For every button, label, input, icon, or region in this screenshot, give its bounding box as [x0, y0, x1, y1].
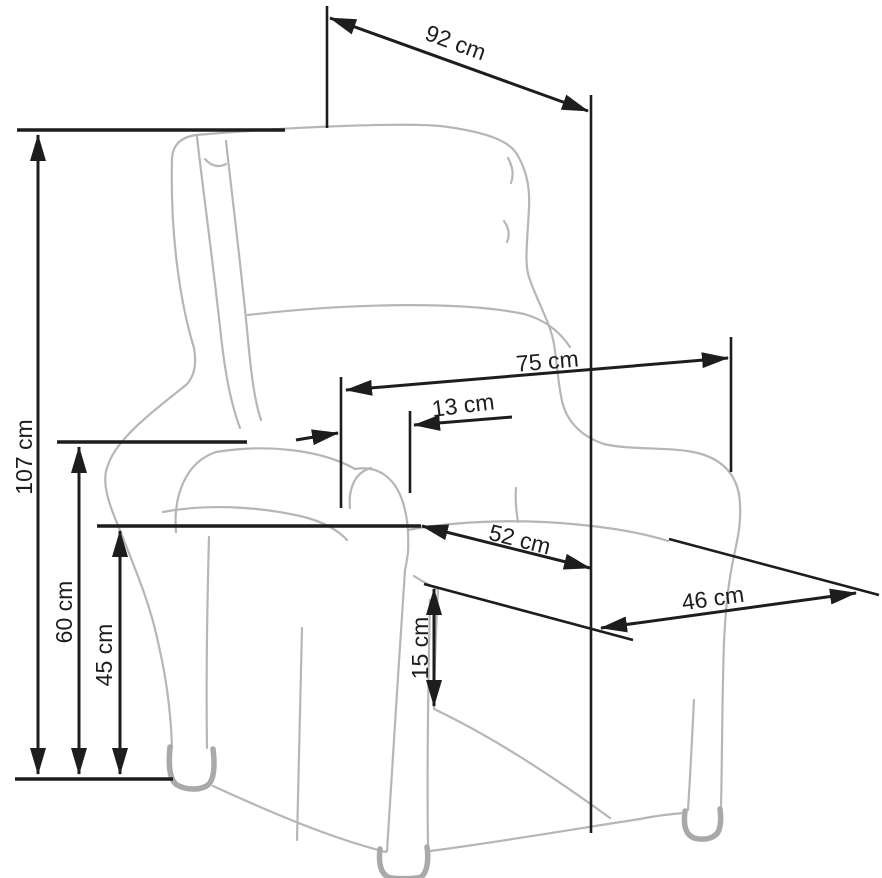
dimension-label-92: 92 cm	[422, 20, 490, 66]
chair-top-edge	[170, 123, 606, 446]
chair-footrest-bottom-seam	[432, 707, 612, 820]
chair-back-bottom-seam	[161, 505, 349, 542]
dimension-label-75: 75 cm	[515, 345, 580, 376]
chair-left-arm-outer	[115, 521, 174, 750]
dimension-label-60: 60 cm	[51, 581, 77, 644]
chair-footrest-left-edge	[385, 568, 407, 853]
dimension-52cm: 52 cm	[421, 519, 591, 570]
chair-seat-seam	[514, 486, 520, 524]
dimension-label-13: 13 cm	[430, 388, 495, 421]
dimension-107cm: 107 cm	[11, 128, 285, 781]
dimension-46cm: 46 cm	[423, 537, 880, 642]
chair-bottom-right-edge	[428, 811, 686, 853]
dimension-60cm: 60 cm	[51, 440, 247, 775]
outside-arrow-13-left	[295, 429, 339, 446]
dimension-92cm: 92 cm	[325, 6, 593, 833]
chair-left-arm-front	[353, 467, 410, 572]
dimension-45cm: 45 cm	[91, 524, 421, 775]
chair-seat-back-edge	[406, 520, 670, 543]
chair-bottom-front-edge	[211, 784, 388, 854]
dimension-label-45: 45 cm	[91, 624, 117, 687]
chair-leg-front-left	[166, 744, 217, 792]
dimension-15cm: 15 cm	[407, 588, 442, 707]
chair-seam-hook	[203, 157, 228, 168]
chair-back-left-edge	[104, 156, 197, 525]
chair-left-wing-seam-2	[224, 139, 263, 422]
dimension-arrow-75	[345, 352, 729, 396]
dimension-label-15: 15 cm	[407, 617, 433, 680]
dimension-arrow-13	[413, 414, 513, 431]
dimension-arrow-92	[329, 16, 589, 113]
chair-left-arm-knuckle	[348, 466, 373, 510]
dimension-label-52: 52 cm	[486, 519, 553, 559]
dimension-arrow-46	[600, 588, 857, 633]
chair-back-seam	[246, 304, 572, 349]
chair-right-wing-tick-2	[502, 219, 510, 244]
chair-left-wing-seam	[195, 135, 242, 430]
chair-left-arm-front-seam	[205, 535, 211, 750]
chair-right-wing-tick	[506, 156, 514, 185]
dimension-arrow-52	[421, 524, 591, 570]
chair-left-arm-top	[174, 447, 357, 534]
dimension-label-107: 107 cm	[11, 419, 37, 494]
dimension-75cm: 75 cm	[339, 337, 733, 508]
chair-front-face-seam	[295, 626, 304, 842]
chair-leg-front-center	[376, 844, 431, 878]
extension-line-46-left	[423, 582, 634, 642]
chair-leg-back-right	[681, 806, 724, 842]
chair-outline	[104, 123, 742, 878]
extension-line-46-right	[668, 537, 880, 597]
chair-right-arm	[602, 442, 742, 808]
chair-right-side-seam	[686, 698, 696, 812]
dimension-13cm: 13 cm	[295, 388, 513, 493]
